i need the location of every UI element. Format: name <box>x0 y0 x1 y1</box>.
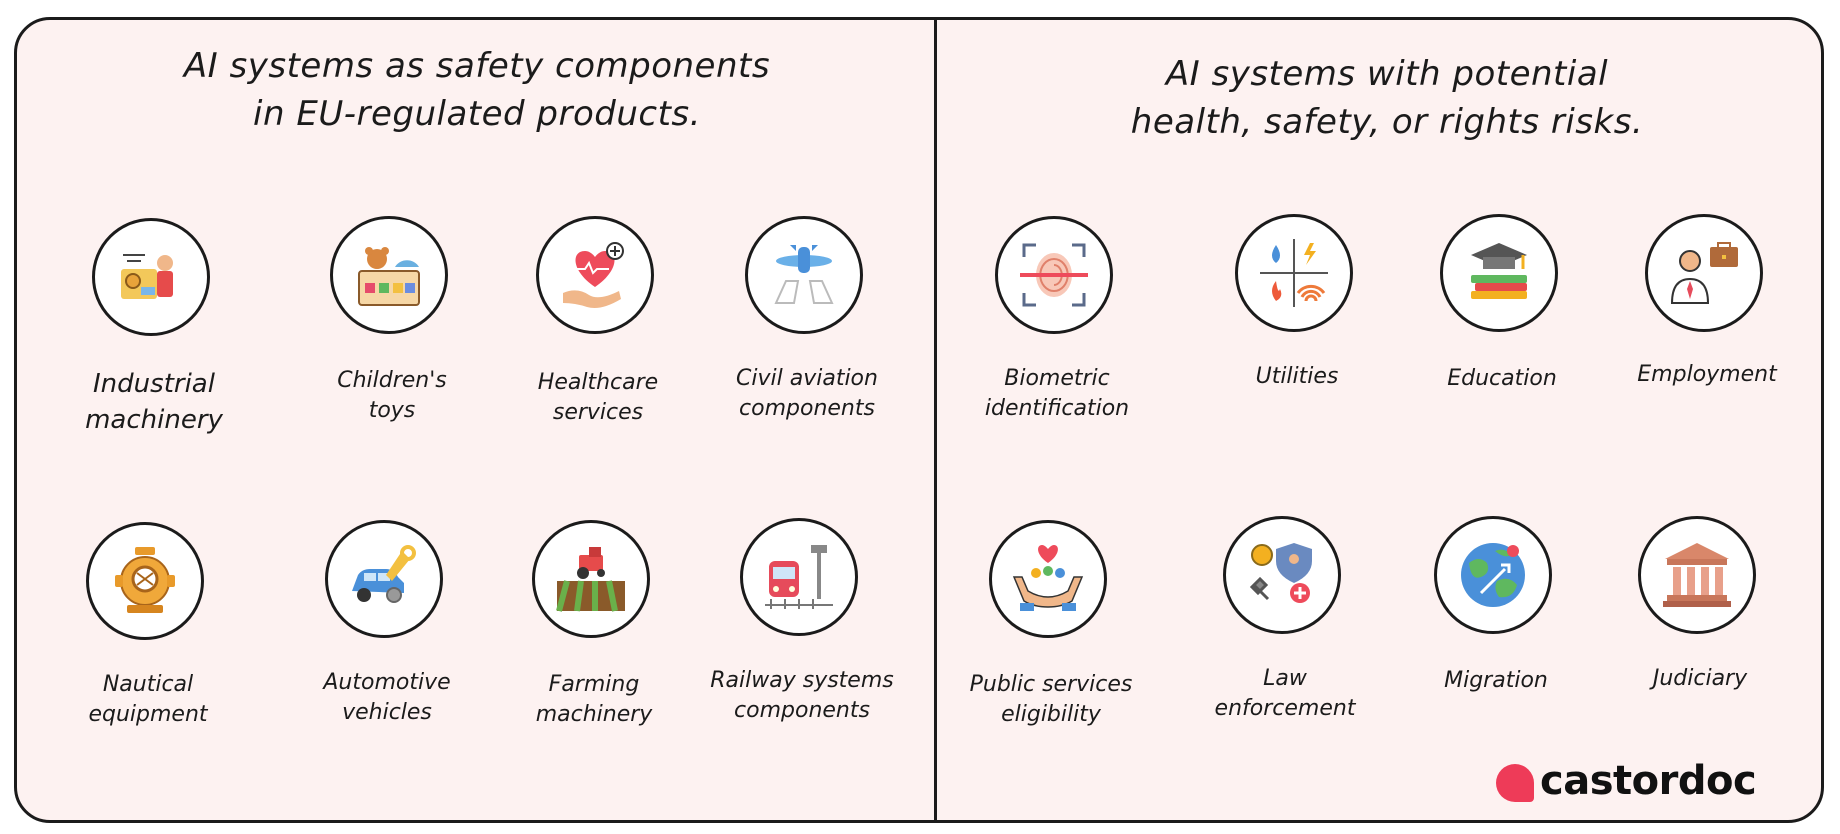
employment-icon <box>1670 242 1738 304</box>
label-line: enforcement <box>1214 696 1356 721</box>
icon-circle <box>740 518 858 636</box>
item-label: Utilities <box>1197 362 1397 392</box>
label-line: toys <box>368 398 416 423</box>
railway-systems-icon <box>765 545 833 609</box>
icon-circle <box>330 216 448 334</box>
label-line: services <box>552 400 644 425</box>
label-line: eligibility <box>1001 702 1101 727</box>
civil-aviation-icon <box>774 245 834 304</box>
item-label: Farming machinery <box>494 670 694 730</box>
migration-icon <box>1461 543 1525 607</box>
item-label: Migration <box>1396 666 1596 696</box>
right-title-line-2: health, safety, or rights risks. <box>1130 102 1644 142</box>
castordoc-logo: castordoc <box>1496 756 1766 806</box>
label-line: Civil aviation <box>736 366 878 391</box>
item-label: Nautical equipment <box>48 670 248 730</box>
healthcare-services-icon <box>563 242 624 308</box>
icon-circle <box>86 522 204 640</box>
item-label: Automotive vehicles <box>287 668 487 728</box>
label-line: components <box>734 698 870 723</box>
section-divider <box>934 20 937 820</box>
logo-mark-icon <box>1496 764 1534 802</box>
left-title-line-1: AI systems as safety components <box>183 46 771 86</box>
education-icon <box>1471 243 1527 299</box>
label-line: Healthcare <box>537 370 659 395</box>
item-label: Civil aviation components <box>707 364 907 424</box>
utilities-icon <box>1260 239 1328 307</box>
label-line: Judiciary <box>1652 666 1748 691</box>
icon-circle <box>1638 516 1756 634</box>
childrens-toys-icon <box>358 247 420 306</box>
item-label: Industrial machinery <box>54 366 254 438</box>
diagram-frame: AI systems as safety components in EU-re… <box>14 17 1824 823</box>
label-line: Nautical <box>102 672 194 697</box>
judiciary-icon <box>1663 543 1731 607</box>
icon-circle <box>1434 516 1552 634</box>
label-line: Farming <box>548 672 640 697</box>
icon-circle <box>1440 214 1558 332</box>
label-line: Industrial <box>93 369 215 399</box>
label-line: Law <box>1263 666 1307 691</box>
automotive-vehicles-icon <box>352 545 416 603</box>
item-label: Biometric identification <box>957 364 1157 424</box>
item-label: Judiciary <box>1600 664 1800 694</box>
icon-circle <box>536 216 654 334</box>
item-label: Law enforcement <box>1185 664 1385 724</box>
item-label: Education <box>1402 364 1602 394</box>
item-label: Healthcare services <box>498 368 698 428</box>
label-line: equipment <box>88 702 208 727</box>
item-label: Employment <box>1607 360 1807 390</box>
label-line: Railway systems <box>710 668 894 693</box>
law-enforcement-icon <box>1249 543 1312 603</box>
label-line: Public services <box>969 672 1133 697</box>
label-line: Employment <box>1637 362 1777 387</box>
label-line: machinery <box>535 702 653 727</box>
label-line: Utilities <box>1255 364 1339 389</box>
label-line: identification <box>984 396 1130 421</box>
icon-circle <box>1645 214 1763 332</box>
label-line: Migration <box>1444 668 1548 693</box>
item-label: Railway systems components <box>702 666 902 726</box>
label-line: machinery <box>85 405 223 435</box>
label-line: Children's <box>337 368 447 393</box>
public-services-icon <box>1012 545 1084 611</box>
label-line: components <box>739 396 875 421</box>
icon-circle <box>325 520 443 638</box>
icon-circle <box>92 218 210 336</box>
item-label: Public services eligibility <box>951 670 1151 730</box>
right-title-line-1: AI systems with potential <box>1165 54 1609 94</box>
nautical-equipment-icon <box>115 547 175 613</box>
label-line: Biometric <box>1004 366 1110 391</box>
industrial-machinery-icon <box>121 254 173 299</box>
farming-machinery-icon <box>556 547 625 612</box>
biometric-identification-icon <box>1020 243 1088 307</box>
icon-circle <box>1223 516 1341 634</box>
left-section-title: AI systems as safety components in EU-re… <box>77 42 877 138</box>
icon-circle <box>995 216 1113 334</box>
icon-circle <box>989 520 1107 638</box>
left-title-line-2: in EU-regulated products. <box>253 94 701 134</box>
label-line: Education <box>1447 366 1557 391</box>
label-line: Automotive <box>323 670 451 695</box>
icon-circle <box>1235 214 1353 332</box>
item-label: Children's toys <box>292 366 492 426</box>
label-line: vehicles <box>342 700 432 725</box>
logo-text: castordoc <box>1540 758 1757 804</box>
icon-circle <box>532 520 650 638</box>
right-section-title: AI systems with potential health, safety… <box>987 50 1787 146</box>
icon-circle <box>745 216 863 334</box>
